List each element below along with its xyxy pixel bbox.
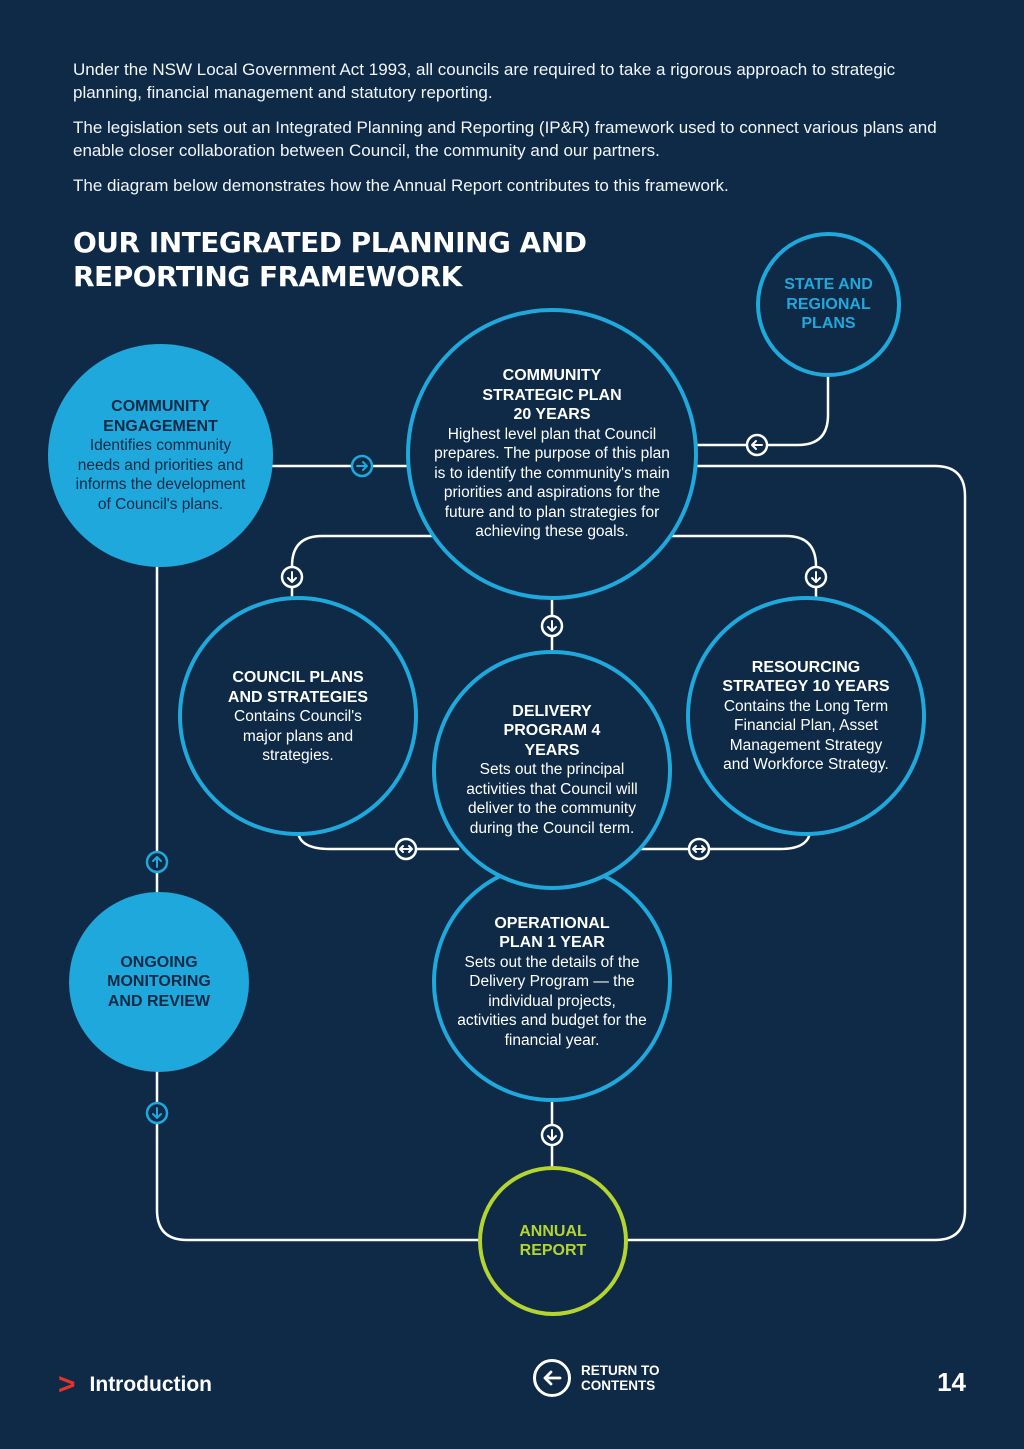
- intro-paragraph-2: The legislation sets out an Integrated P…: [73, 118, 937, 160]
- arrow-left-icon: [533, 1359, 571, 1397]
- node-title: Community Strategic Plan 20 Years: [482, 367, 622, 424]
- heading-line-2: Reporting Framework: [73, 260, 462, 293]
- node-title: Annual Report: [519, 1222, 587, 1260]
- arrow-down-icon: [280, 565, 304, 589]
- connector-csp-annual: [625, 464, 967, 1242]
- intro-paragraph-3: The diagram below demonstrates how the A…: [73, 176, 729, 195]
- arrow-down-icon: [804, 565, 828, 589]
- node-title: State and Regional Plans: [784, 276, 873, 333]
- arrow-down-icon: [540, 1123, 564, 1147]
- connector-resourcing-delivery: [638, 830, 812, 851]
- intro-text: Under the NSW Local Government Act 1993,…: [73, 58, 953, 209]
- connector-council-delivery: [296, 830, 460, 851]
- node-annual-report: Annual Report: [478, 1166, 628, 1316]
- node-title: Ongoing Monitoring and Review: [107, 953, 211, 1010]
- section-heading: Our Integrated Planning and Reporting Fr…: [73, 226, 587, 294]
- node-title: Delivery Program 4 Years: [503, 702, 601, 759]
- node-title: Council Plans and Strategies: [227, 669, 369, 706]
- arrow-down-icon: [540, 614, 564, 638]
- node-description: Contains the Long Term Financial Plan, A…: [723, 697, 889, 774]
- node-community-strategic-plan: Community Strategic Plan 20 Years Highes…: [406, 308, 698, 600]
- node-description: Identifies community needs and prioritie…: [75, 437, 246, 513]
- node-description: Sets out the details of the Delivery Pro…: [457, 953, 647, 1049]
- node-community-engagement: Community Engagement Identifies communit…: [48, 344, 273, 567]
- connector-monitoring-annual: [155, 1070, 480, 1242]
- connector-csp-council: [290, 534, 434, 598]
- footer-section-link[interactable]: > Introduction: [58, 1370, 212, 1400]
- arrow-up-icon: [145, 850, 169, 874]
- return-label: Return to Contents: [581, 1363, 660, 1393]
- arrow-right-icon: [350, 454, 374, 478]
- arrow-left-icon: [745, 433, 769, 457]
- node-description: Highest level plan that Council prepares…: [434, 425, 670, 541]
- chevron-right-icon: >: [58, 1368, 76, 1401]
- return-to-contents-button[interactable]: Return to Contents: [533, 1359, 691, 1397]
- node-description: Sets out the principal activities that C…: [466, 761, 638, 837]
- node-title: Resourcing Strategy 10 Years: [722, 658, 890, 696]
- node-title: Community Engagement: [103, 398, 218, 435]
- node-council-plans-strategies: Council Plans and Strategies Contains Co…: [178, 596, 418, 836]
- node-delivery-program: Delivery Program 4 Years Sets out the pr…: [432, 650, 672, 890]
- intro-paragraph-1: Under the NSW Local Government Act 1993,…: [73, 60, 896, 102]
- connector-csp-resourcing: [670, 534, 818, 600]
- footer-section-label: Introduction: [89, 1373, 213, 1396]
- arrow-both-icon: [394, 837, 418, 861]
- connector-state-csp: [695, 374, 830, 447]
- node-state-regional-plans: State and Regional Plans: [756, 232, 901, 377]
- node-resourcing-strategy: Resourcing Strategy 10 Years Contains th…: [686, 596, 926, 836]
- arrow-down-icon: [145, 1101, 169, 1125]
- node-title: Operational Plan 1 Year: [494, 914, 610, 952]
- node-operational-plan: Operational Plan 1 Year Sets out the det…: [432, 862, 672, 1102]
- page-number: 14: [937, 1367, 966, 1397]
- node-ongoing-monitoring-review: Ongoing Monitoring and Review: [69, 892, 249, 1072]
- node-description: Contains Council's major plans and strat…: [234, 708, 362, 764]
- heading-line-1: Our Integrated Planning and: [73, 226, 587, 259]
- arrow-both-icon: [687, 837, 711, 861]
